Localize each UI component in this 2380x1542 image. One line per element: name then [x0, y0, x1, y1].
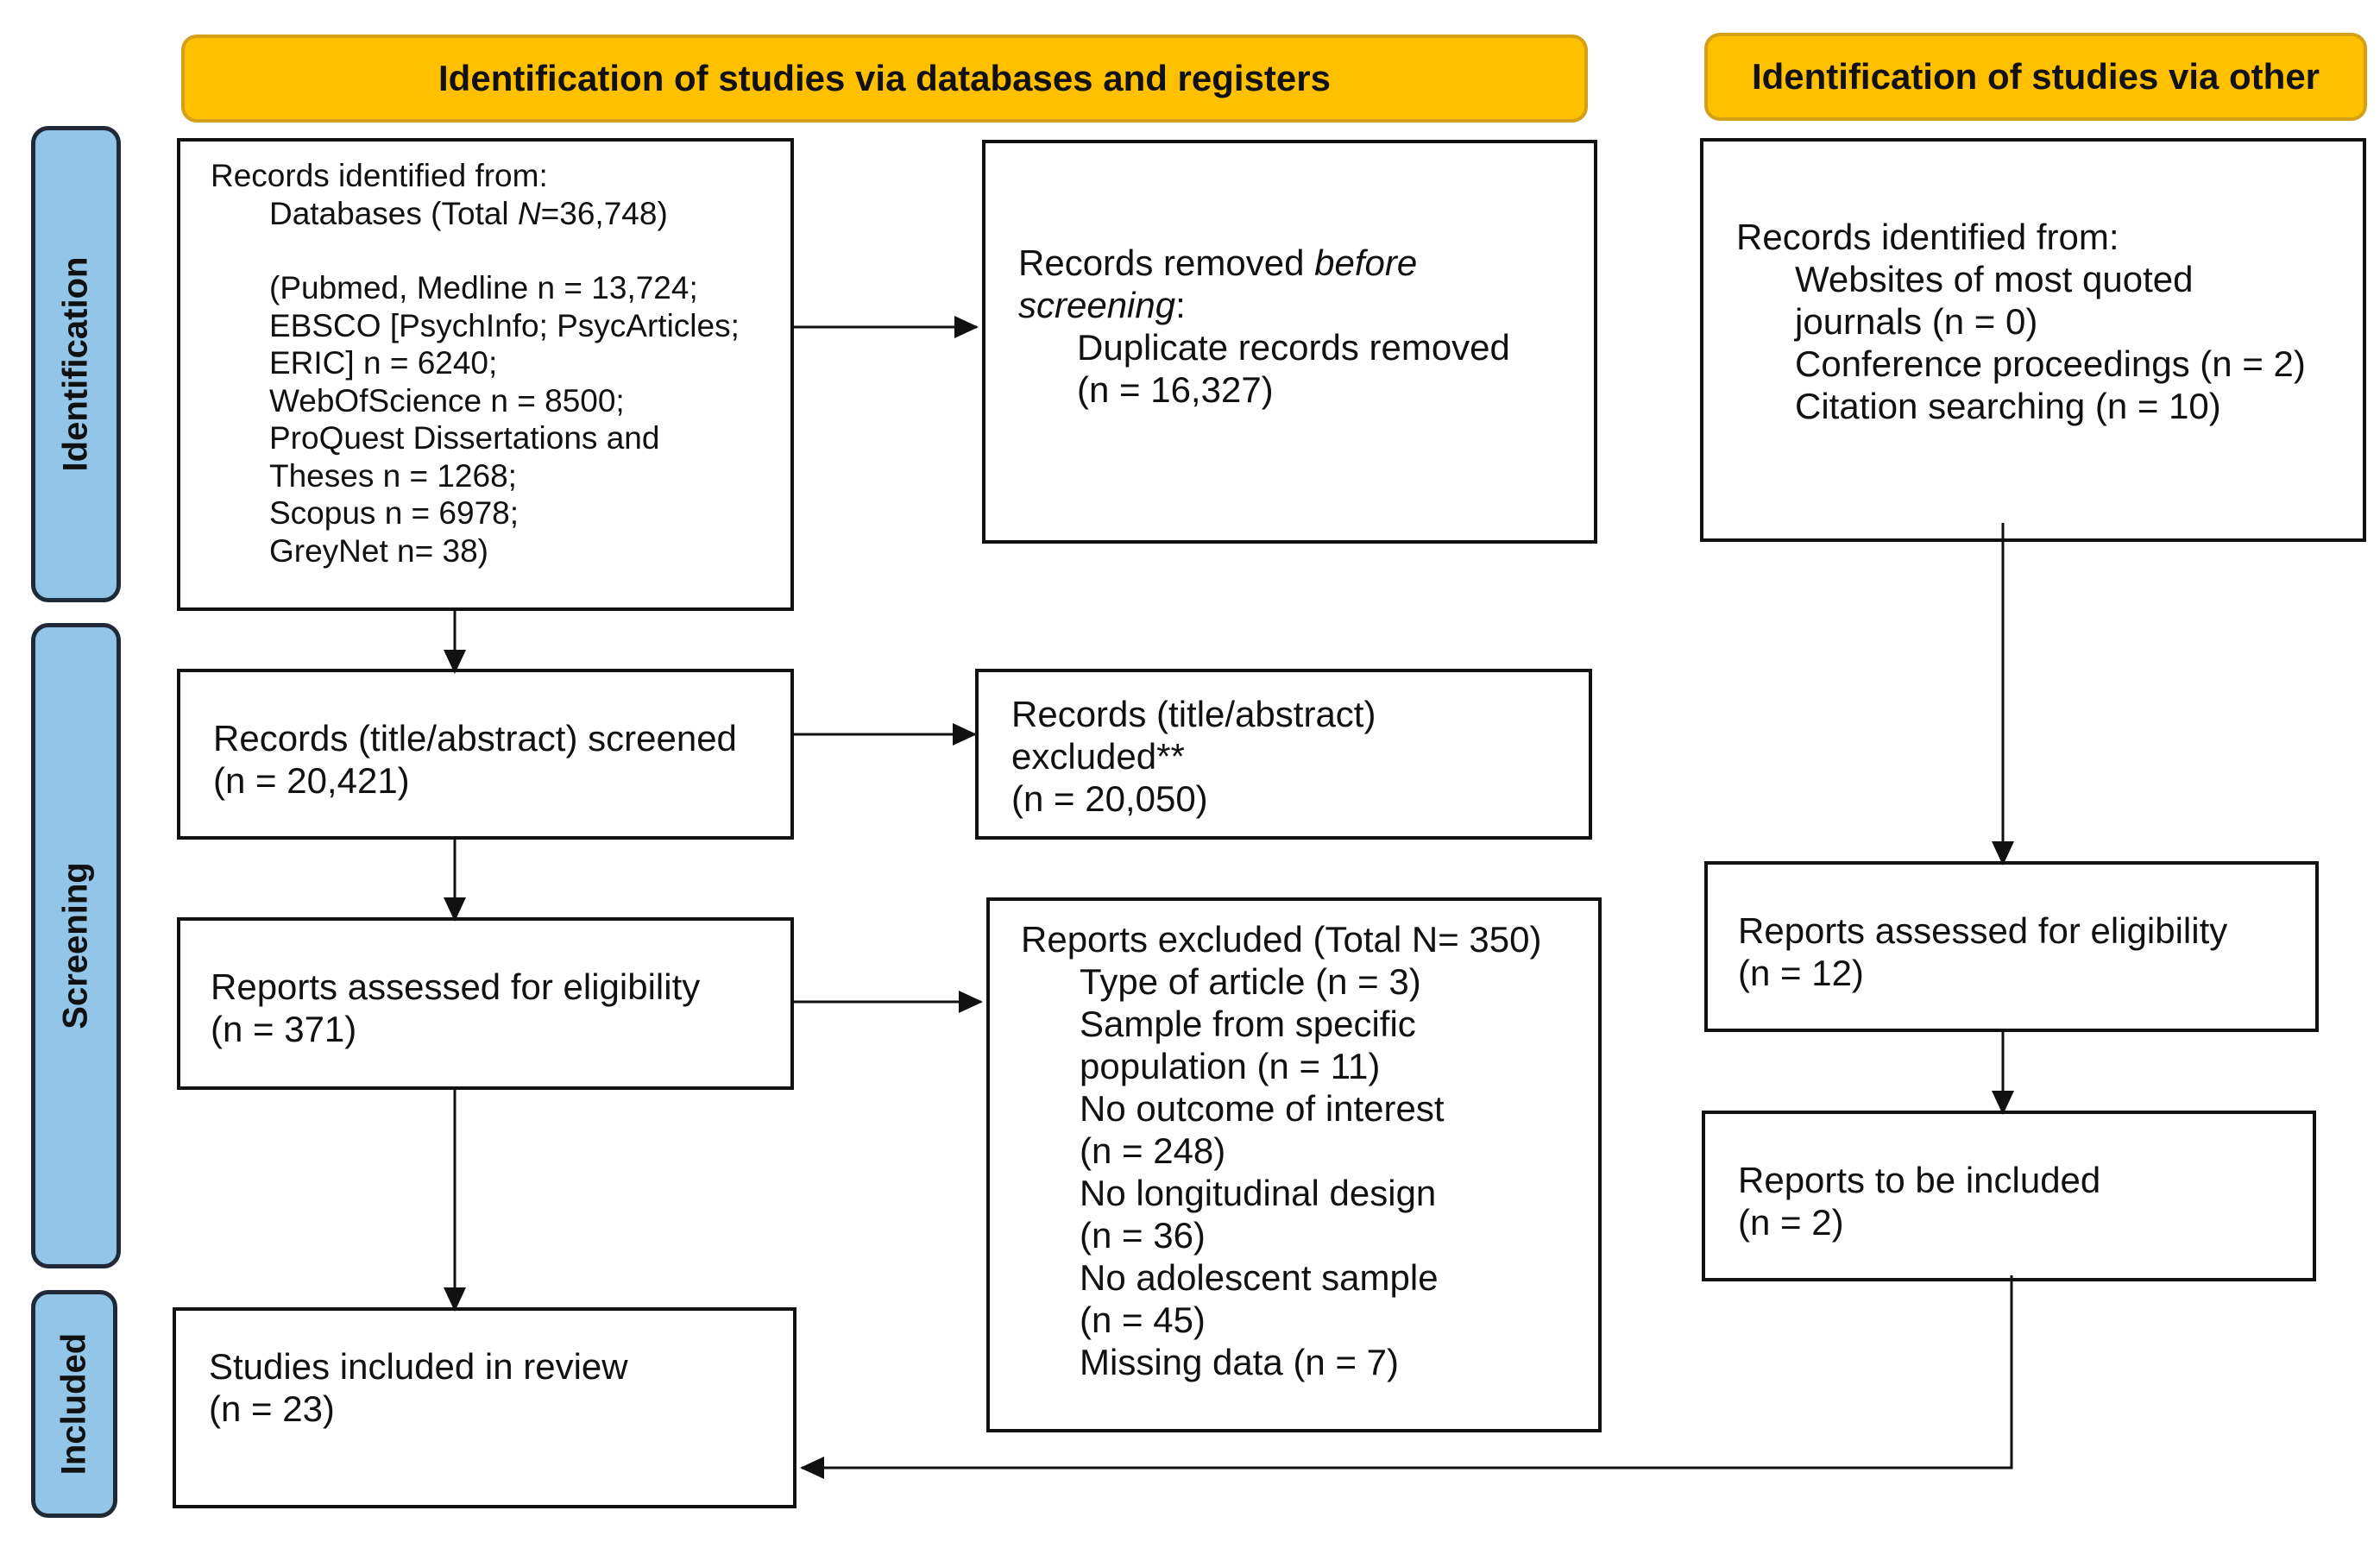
records-identified-line: ProQuest Dissertations and — [269, 420, 660, 456]
records-removed-count: (n = 16,327) — [1077, 369, 1274, 410]
other-identified-box: Records identified from: Websites of mos… — [1700, 138, 2366, 542]
records-identified-line: Theses n = 1268; — [269, 457, 517, 494]
reports-excluded-line: (n = 45) — [1080, 1300, 1206, 1340]
records-excluded-box: Records (title/abstract) excluded** (n =… — [975, 669, 1592, 840]
header-other: Identification of studies via other — [1704, 33, 2367, 121]
records-screened-label: Records (title/abstract) screened — [213, 718, 737, 758]
reports-assessed-box: Reports assessed for eligibility (n = 37… — [177, 917, 794, 1090]
records-identified-databases: Databases (Total N=36,748) — [269, 195, 668, 231]
header-other-text: Identification of studies via other — [1751, 56, 2320, 97]
other-assessed-box: Reports assessed for eligibility (n = 12… — [1704, 861, 2319, 1032]
other-assessed-count: (n = 12) — [1738, 953, 1864, 993]
records-removed-title: Records removed before — [1018, 242, 1418, 283]
reports-assessed-label: Reports assessed for eligibility — [211, 966, 701, 1007]
records-excluded-count: (n = 20,050) — [1011, 778, 1208, 819]
other-included-count: (n = 2) — [1738, 1202, 1844, 1243]
studies-included-label: Studies included in review — [209, 1346, 628, 1387]
other-identified-line: Websites of most quoted — [1795, 259, 2194, 299]
records-screened-count: (n = 20,421) — [213, 760, 410, 801]
records-identified-line: ERIC] n = 6240; — [269, 345, 498, 381]
records-identified-line: Scopus n = 6978; — [269, 495, 519, 531]
stage-identification: Identification — [31, 126, 121, 602]
records-identified-line: (Pubmed, Medline n = 13,724; — [269, 270, 698, 305]
other-included-box: Reports to be included (n = 2) — [1702, 1111, 2316, 1281]
studies-included-count: (n = 23) — [209, 1388, 335, 1429]
records-removed-line: Duplicate records removed — [1077, 327, 1510, 368]
other-identified-line: Conference proceedings (n = 2) — [1795, 343, 2306, 384]
studies-included-box: Studies included in review (n = 23) — [173, 1307, 796, 1508]
arrow-other-included-to-studies — [800, 1275, 2013, 1479]
reports-excluded-box: Reports excluded (Total N= 350) Type of … — [986, 897, 1602, 1432]
other-identified-line: journals (n = 0) — [1795, 301, 2038, 342]
records-identified-line: EBSCO [PsychInfo; PsycArticles; — [269, 307, 740, 343]
reports-excluded-line: No longitudinal design — [1080, 1173, 1437, 1213]
reports-excluded-line: population (n = 11) — [1080, 1046, 1381, 1086]
reports-excluded-line: (n = 36) — [1080, 1215, 1206, 1256]
records-excluded-label: Records (title/abstract) — [1011, 694, 1376, 734]
other-identified-line: Citation searching (n = 10) — [1795, 386, 2221, 426]
records-removed-box: Records removed before screening: Duplic… — [982, 140, 1597, 544]
reports-assessed-count: (n = 371) — [211, 1009, 357, 1049]
records-identified-line: WebOfScience n = 8500; — [269, 382, 625, 419]
reports-excluded-line: No outcome of interest — [1080, 1088, 1445, 1129]
header-databases: Identification of studies via databases … — [181, 35, 1588, 123]
records-excluded-label-2: excluded** — [1011, 736, 1185, 777]
stage-included: Included — [31, 1290, 117, 1518]
stage-screening: Screening — [31, 623, 121, 1268]
reports-excluded-line: No adolescent sample — [1080, 1257, 1439, 1298]
other-identified-title: Records identified from: — [1736, 217, 2119, 257]
reports-excluded-line: Type of article (n = 3) — [1080, 961, 1421, 1002]
records-identified-box: Records identified from: Databases (Tota… — [177, 138, 794, 611]
records-identified-title: Records identified from: — [211, 158, 548, 193]
other-included-label: Reports to be included — [1738, 1160, 2101, 1200]
other-assessed-label: Reports assessed for eligibility — [1738, 910, 2228, 951]
records-removed-title-2: screening: — [1018, 285, 1186, 325]
records-identified-line: GreyNet n= 38) — [269, 532, 488, 569]
records-screened-box: Records (title/abstract) screened (n = 2… — [177, 669, 794, 840]
reports-excluded-line: (n = 248) — [1080, 1130, 1226, 1171]
reports-excluded-line: Sample from specific — [1080, 1004, 1416, 1044]
reports-excluded-line: Missing data (n = 7) — [1080, 1342, 1400, 1382]
reports-excluded-title: Reports excluded (Total N= 350) — [1021, 919, 1542, 960]
header-databases-text: Identification of studies via databases … — [438, 58, 1331, 98]
